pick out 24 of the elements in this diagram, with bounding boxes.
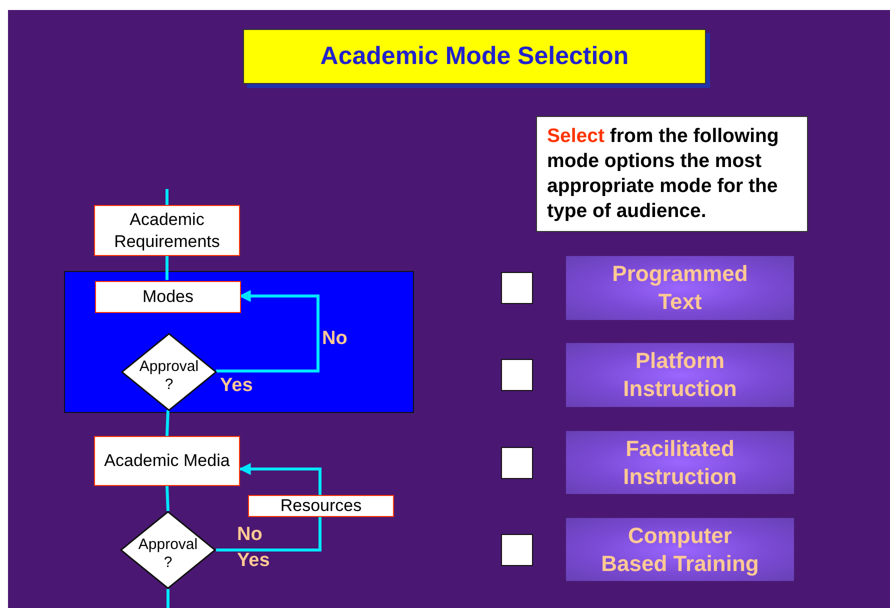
instruction-box: Select from the following mode options the most appropriate mode for the type of audience. bbox=[536, 116, 808, 232]
connector-line bbox=[166, 410, 170, 436]
arrow bbox=[238, 463, 322, 495]
connector-line bbox=[166, 486, 170, 512]
process-box: Academic Media bbox=[94, 436, 240, 486]
branch-label: Yes bbox=[220, 375, 253, 397]
option-box: Programmed Text bbox=[566, 256, 794, 320]
edge-label: No bbox=[322, 328, 348, 350]
connector-line bbox=[166, 189, 168, 205]
node-text: Approval ? bbox=[138, 357, 200, 394]
option-box: Computer Based Training bbox=[566, 518, 794, 581]
connector-line bbox=[166, 256, 168, 280]
branch-label: Yes bbox=[237, 550, 270, 572]
process-box: Academic Requirements bbox=[94, 205, 240, 256]
option-box: Platform Instruction bbox=[566, 343, 794, 407]
group-panel bbox=[64, 271, 414, 413]
process-box: Modes bbox=[95, 281, 241, 313]
edge-label: No bbox=[237, 524, 262, 546]
connector-line bbox=[166, 589, 170, 608]
option-box: Facilitated Instruction bbox=[566, 431, 794, 494]
node-text: Approval ? bbox=[137, 535, 199, 572]
process-box: Resources bbox=[248, 495, 394, 517]
arrow bbox=[216, 290, 320, 372]
connector-line bbox=[216, 517, 322, 552]
